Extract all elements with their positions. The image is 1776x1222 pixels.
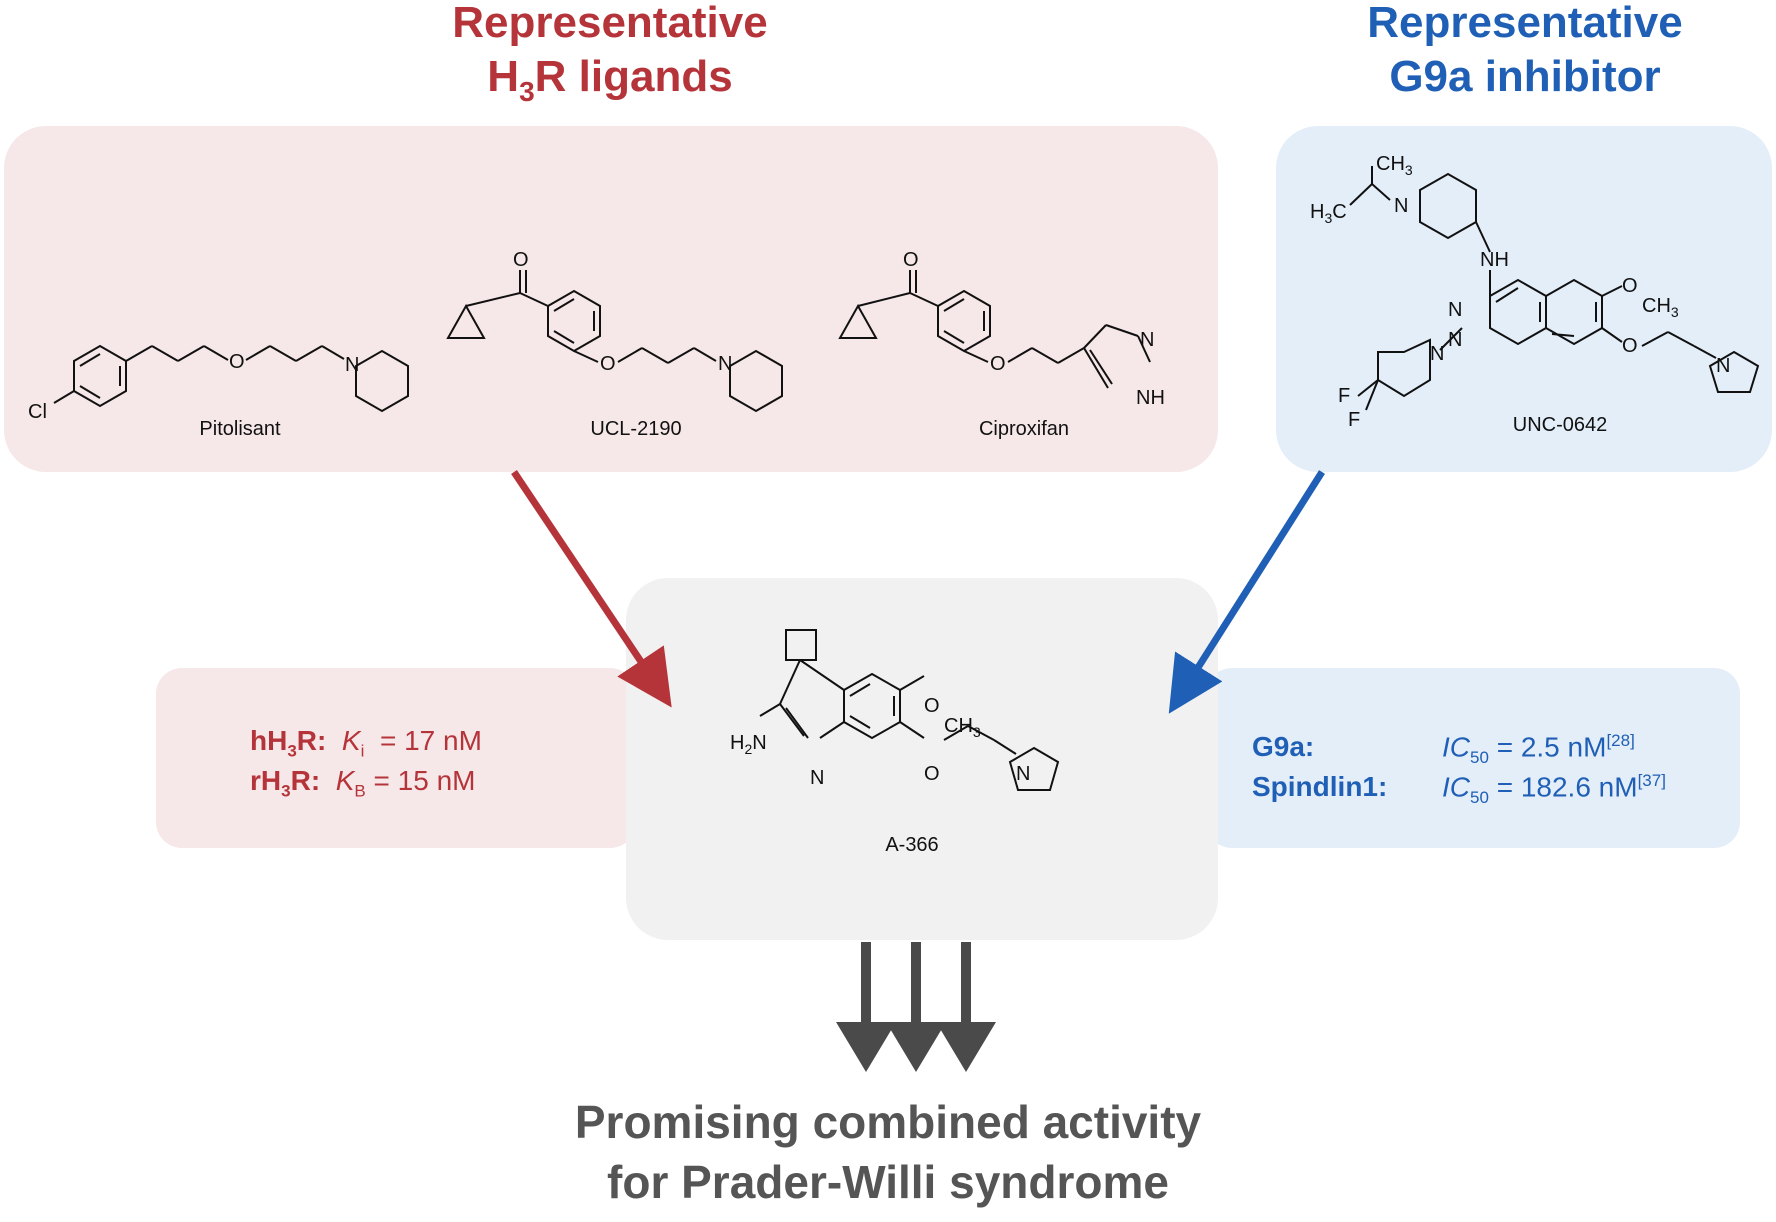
a366-n-ring: N bbox=[810, 767, 824, 789]
a366-panel bbox=[626, 578, 1218, 940]
a366-structure bbox=[759, 629, 1060, 791]
h3r-arrow bbox=[511, 470, 672, 708]
ucl-structure bbox=[446, 270, 783, 413]
h3r-heading-line1: Representative bbox=[452, 0, 768, 47]
h3r-activity-panel bbox=[156, 668, 636, 848]
pitolisant-label: Pitolisant bbox=[199, 418, 281, 440]
pitolisant-o-atom: O bbox=[229, 351, 245, 373]
h3r-ligands-panel bbox=[4, 126, 1218, 472]
pitolisant-cl-atom: Cl bbox=[28, 401, 47, 423]
unc-o-ether: O bbox=[1622, 335, 1638, 357]
g9a-heading: Representative G9a inhibitor bbox=[1280, 0, 1770, 104]
unc-o-methoxy: O bbox=[1622, 275, 1638, 297]
ucl-o-ether: O bbox=[600, 353, 616, 375]
unc-n-pyrrolidine: N bbox=[1716, 355, 1730, 377]
unc-nh: NH bbox=[1480, 249, 1509, 271]
ucl-o-carbonyl: O bbox=[513, 249, 529, 271]
a366-ch3: CH3 bbox=[944, 715, 981, 740]
ciproxifan-structure bbox=[838, 270, 1151, 389]
unc-n-piperidine: N bbox=[1394, 195, 1408, 217]
unc-0642-label: UNC-0642 bbox=[1512, 414, 1608, 436]
unc-structure bbox=[1349, 166, 1760, 411]
g9a-inhibitor-panel bbox=[1276, 126, 1772, 472]
unc-n-ring2: N bbox=[1448, 329, 1462, 351]
unc-f1: F bbox=[1338, 385, 1350, 407]
unc-ch3-top: CH3 bbox=[1376, 153, 1413, 178]
unc-ch3-methoxy: CH3 bbox=[1642, 295, 1679, 320]
a366-label: A-366 bbox=[885, 834, 939, 856]
conclusion-line2: for Prader-Willi syndrome bbox=[607, 1156, 1169, 1208]
a366-o-methoxy: O bbox=[924, 695, 940, 717]
g9a-arrow bbox=[1168, 470, 1325, 714]
h3r-heading: Representative H3R ligands bbox=[340, 0, 880, 119]
ucl-2190-label: UCL-2190 bbox=[590, 418, 682, 440]
a366-o-ether: O bbox=[924, 763, 940, 785]
pitolisant-structure bbox=[53, 344, 409, 413]
ciproxifan-label: Ciproxifan bbox=[978, 418, 1070, 440]
g9a-heading-line2: G9a inhibitor bbox=[1389, 52, 1661, 101]
h3r-heading-line2: H3R ligands bbox=[487, 52, 733, 107]
g9a-activity-row2: Spindlin1:IC50 = 182.6 nM[37] bbox=[1252, 771, 1666, 807]
g9a-heading-line1: Representative bbox=[1367, 0, 1683, 47]
h3r-activity-row2: rH3R: KB = 15 nM bbox=[250, 765, 476, 801]
conclusion-text: Promising combined activity for Prader-W… bbox=[400, 1092, 1376, 1212]
g9a-activity-row1: G9a:IC50 = 2.5 nM[28] bbox=[1252, 731, 1635, 767]
unc-n-difluoro: N bbox=[1430, 343, 1444, 365]
ciproxifan-nh-atom: NH bbox=[1136, 387, 1165, 409]
unc-f2: F bbox=[1348, 409, 1360, 431]
unc-n-ring1: N bbox=[1448, 299, 1462, 321]
a366-n-pyrrolidine: N bbox=[1016, 763, 1030, 785]
unc-h3c: H3C bbox=[1310, 201, 1347, 226]
g9a-activity-panel bbox=[1206, 668, 1740, 848]
ciproxifan-n-atom: N bbox=[1140, 329, 1154, 351]
h3r-activity-row1: hH3R: Ki = 17 nM bbox=[250, 725, 482, 761]
conclusion-line1: Promising combined activity bbox=[574, 1096, 1202, 1148]
ciproxifan-o-ether: O bbox=[990, 353, 1006, 375]
ucl-n-atom: N bbox=[718, 353, 732, 375]
pitolisant-n-atom: N bbox=[345, 354, 359, 376]
a366-h2n: H2N bbox=[730, 732, 767, 757]
ciproxifan-o-carbonyl: O bbox=[903, 249, 919, 271]
